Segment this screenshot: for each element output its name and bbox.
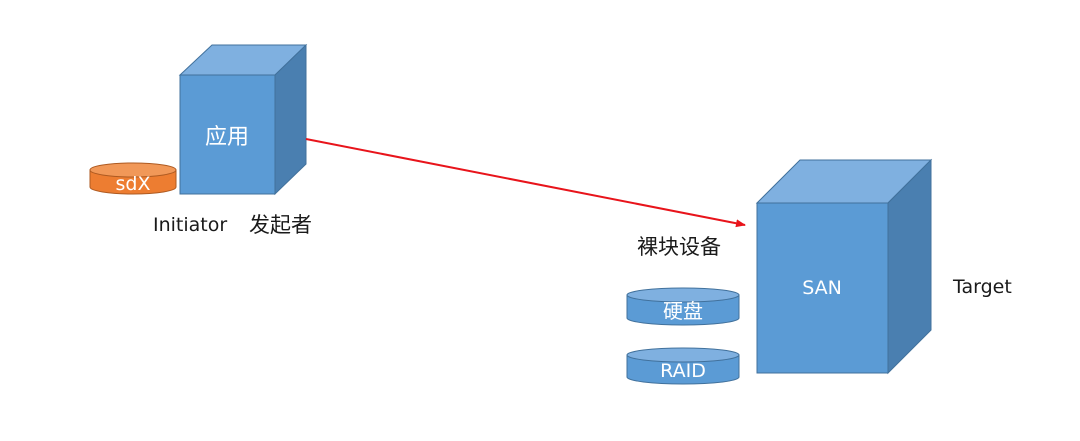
raid-label: RAID bbox=[660, 360, 706, 382]
bare-block-devices-label: 裸块设备 bbox=[637, 235, 721, 259]
initiator-caption-zh: 发起者 bbox=[249, 213, 312, 237]
connection-arrow bbox=[305, 138, 746, 228]
target-caption: Target bbox=[952, 276, 1012, 298]
raid-cylinder: RAID bbox=[626, 347, 740, 385]
sdx-disk: sdX bbox=[89, 162, 177, 195]
sdx-disk-label: sdX bbox=[116, 173, 151, 195]
initiator-box-label: 应用 bbox=[205, 125, 249, 150]
initiator-caption: Initiator bbox=[153, 214, 227, 236]
hard-disk-cylinder: 硬盘 bbox=[626, 287, 740, 326]
san-box: SAN bbox=[755, 158, 933, 375]
initiator-application-box: 应用 bbox=[178, 43, 308, 196]
san-box-label: SAN bbox=[802, 277, 842, 299]
hard-disk-label: 硬盘 bbox=[663, 299, 703, 323]
